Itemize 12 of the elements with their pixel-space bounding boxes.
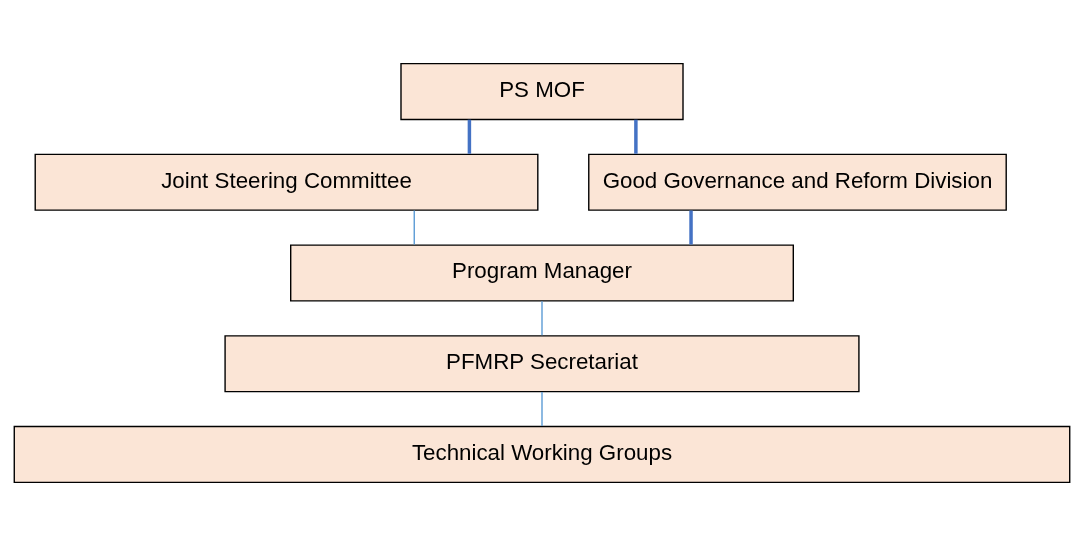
connector: [413, 209, 415, 246]
node-box: Program Manager: [290, 244, 794, 302]
connector: [541, 391, 543, 427]
connector: [689, 210, 693, 245]
node-box: PS MOF: [400, 62, 684, 121]
connector: [467, 119, 472, 154]
node-box: PFMRP Secretariat: [224, 335, 860, 393]
node-box: Good Governance and Reform Division: [588, 153, 1007, 211]
node-box: Technical Working Groups: [13, 425, 1071, 484]
connector: [634, 119, 638, 154]
connector: [541, 300, 543, 336]
node-box: Joint Steering Committee: [34, 153, 539, 211]
